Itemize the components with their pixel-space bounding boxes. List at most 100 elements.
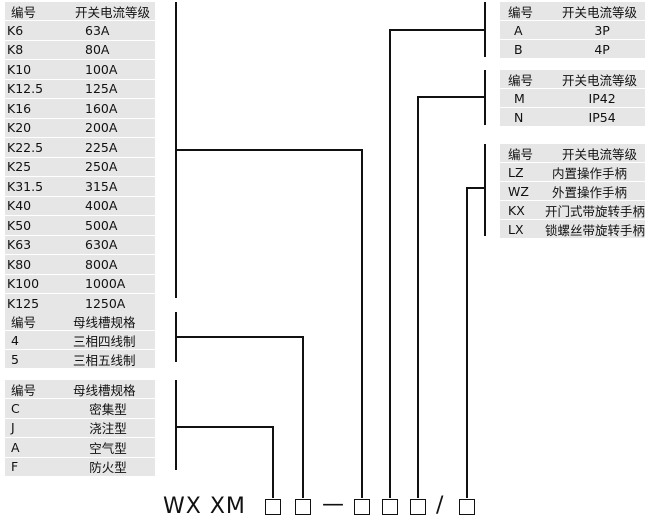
code-box-wire [295, 499, 311, 515]
table-row: A 空气型 [5, 438, 155, 457]
row-code: F [11, 459, 19, 475]
code-box-handle [459, 499, 475, 515]
row-code: K31.5 [7, 178, 44, 194]
row-code: K25 [7, 159, 32, 175]
table-row: J 浇注型 [5, 418, 155, 437]
row-code: LX [508, 221, 524, 237]
table-header: 编号 开关电流等级 [500, 70, 645, 88]
row-value: 开门式带旋转手柄 [544, 203, 645, 219]
table-row: 5 三相五线制 [5, 350, 155, 368]
table-header: 编号 开关电流等级 [5, 2, 155, 20]
row-value: 空气型 [89, 440, 127, 456]
row-value: 315A [85, 178, 118, 194]
row-value: 800A [85, 256, 118, 272]
header-code: 编号 [11, 314, 37, 330]
row-code: J [11, 420, 15, 436]
row-code: K16 [7, 100, 32, 116]
table-row: M IP42 [500, 89, 645, 107]
connector-type [176, 426, 274, 498]
row-value: 160A [85, 100, 118, 116]
row-value: 3P [594, 22, 610, 38]
table-row: K16 160A [5, 99, 155, 118]
row-code: K20 [7, 120, 32, 136]
code-box-ip [410, 499, 426, 515]
row-value: 锁螺丝带旋转手柄 [544, 222, 645, 238]
model-dash: — [322, 492, 344, 517]
row-value: 防火型 [89, 460, 127, 476]
model-prefix: WX XM [163, 494, 246, 519]
row-value: IP54 [588, 109, 616, 125]
row-code: B [514, 41, 523, 57]
table-row: WZ 外置操作手柄 [500, 182, 645, 200]
row-value: 63A [85, 22, 110, 38]
header-grade: 开关电流等级 [562, 4, 638, 20]
row-value: 100A [85, 61, 118, 77]
table-header: 编号 母线槽规格 [5, 312, 155, 330]
table-row: LX 锁螺丝带旋转手柄 [500, 220, 645, 238]
row-code: N [514, 109, 524, 125]
row-value: 630A [85, 237, 118, 253]
row-value: 125A [85, 81, 118, 97]
row-value: 密集型 [89, 401, 127, 417]
header-grade: 开关电流等级 [562, 146, 638, 162]
table-row: K31.5 315A [5, 177, 155, 196]
row-code: K80 [7, 256, 32, 272]
row-value: 250A [85, 159, 118, 175]
row-value: 1000A [85, 276, 126, 292]
row-value: 80A [85, 42, 110, 58]
table-row: K20 200A [5, 118, 155, 137]
table-row: K40 400A [5, 196, 155, 215]
table-row: K6 63A [5, 21, 155, 40]
row-value: IP42 [588, 90, 616, 106]
header-spec: 母线槽规格 [73, 314, 136, 330]
row-value: 内置操作手柄 [552, 165, 628, 181]
header-code: 编号 [508, 146, 534, 162]
header-grade: 开关电流等级 [75, 4, 151, 20]
row-code: A [514, 22, 523, 38]
row-value: 浇注型 [89, 421, 127, 437]
row-code: WZ [508, 183, 529, 199]
connector-handle [466, 187, 485, 498]
row-code: K125 [7, 295, 40, 311]
row-value: 225A [85, 139, 118, 155]
code-box-current [354, 499, 370, 515]
header-grade: 开关电流等级 [562, 72, 638, 88]
row-code: KX [508, 202, 525, 218]
header-code: 编号 [11, 4, 37, 20]
connector-current [176, 149, 363, 498]
row-code: A [11, 439, 20, 455]
table-row: K63 630A [5, 235, 155, 254]
row-value: 外置操作手柄 [552, 184, 628, 200]
row-code: M [514, 90, 525, 106]
connector-wire [176, 336, 304, 498]
row-code: K10 [7, 61, 32, 77]
connector-ip [417, 96, 485, 498]
row-code: K100 [7, 276, 40, 292]
row-value: 200A [85, 120, 118, 136]
table-row: LZ 内置操作手柄 [500, 163, 645, 181]
code-box-pole [382, 499, 398, 515]
row-code: K63 [7, 237, 32, 253]
connector-pole [389, 29, 485, 498]
table-header: 编号 开关电流等级 [500, 2, 645, 20]
table-row: K10 100A [5, 60, 155, 79]
model-slash: / [436, 493, 444, 518]
row-code: 5 [11, 351, 19, 367]
row-code: LZ [508, 164, 524, 180]
row-code: K40 [7, 198, 32, 214]
row-value: 三相四线制 [73, 333, 136, 349]
header-code: 编号 [508, 72, 534, 88]
row-code: K50 [7, 217, 32, 233]
row-value: 4P [594, 41, 610, 57]
table-header: 编号 开关电流等级 [500, 144, 645, 162]
row-value: 400A [85, 198, 118, 214]
row-value: 500A [85, 217, 118, 233]
row-code: K6 [7, 22, 24, 38]
code-box-type [265, 499, 281, 515]
header-code: 编号 [11, 382, 37, 398]
row-value: 三相五线制 [73, 352, 136, 368]
